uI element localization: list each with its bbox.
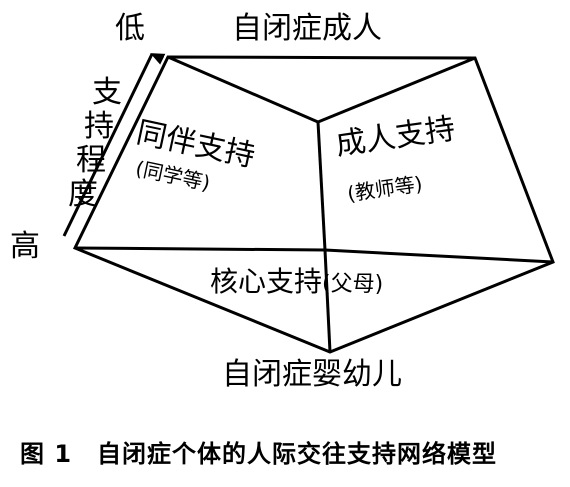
axis-title-char: 持 [84,109,114,144]
edge-core-bottom [323,249,332,353]
ridge-top-right [317,56,476,124]
infant-autism-label: 自闭症婴幼儿 [222,357,402,392]
core-support-label: 核心支持(父母) [210,268,383,296]
support-network-diagram [62,53,555,354]
core-support-note: (父母) [322,272,384,297]
support-axis-arrow [62,53,166,237]
edge-core-right [324,248,554,264]
adult-autism-label: 自闭症成人 [232,11,382,46]
axis-title-char: 度 [68,177,98,212]
pyramid-outline [72,55,555,354]
axis-title-char: 程 [76,143,106,178]
edge-core-left [74,246,326,252]
core-support-text: 核心支持 [210,265,323,298]
axis-title-char: 支 [92,75,122,110]
figure-caption: 图 1 自闭症个体的人际交往支持网络模型 [20,440,498,468]
axis-low-label: 低 [115,11,145,46]
ridge-center [316,121,327,251]
ridge-top [167,55,319,124]
axis-high-label: 高 [10,229,40,264]
